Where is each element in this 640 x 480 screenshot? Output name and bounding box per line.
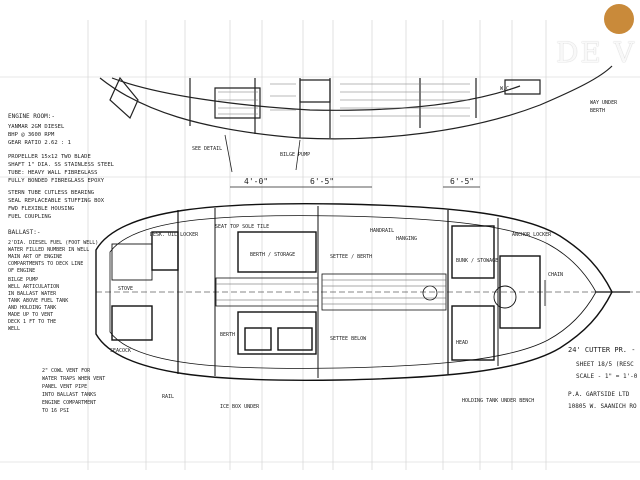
ballast-note-11: MADE UP TO VENT [8, 312, 53, 318]
label-rail: RAIL [162, 394, 174, 400]
label-head: HEAD [456, 340, 468, 346]
prop-note-4: FULLY BONDED FIBREGLASS EPOXY [8, 178, 105, 184]
label-prof-right: BERTH [590, 108, 605, 114]
plan-labels: SEE DETAIL BILGE PUMP SEAT TOP SOLE TILE… [110, 86, 618, 410]
prop-note-2: SHAFT 1" DIA. SS STAINLESS STEEL [8, 162, 115, 168]
label-prof-left: WAY UNDER [590, 100, 618, 106]
label-hanging: HANGING [396, 236, 417, 242]
title-line-3: SCALE - 1" = 1'-0 [576, 373, 638, 380]
title-block: 24' CUTTER PR. - SHEET 18/5 (RESC SCALE … [568, 346, 638, 410]
label-settee-low: SETTEE BELOW [330, 336, 367, 342]
ballast-note-3: MAIN ART OF ENGINE [8, 254, 62, 260]
label-anchor-locker: ANCHOR LOCKER [512, 232, 552, 238]
prop-note-3: TUBE: HEAVY WALL FIBREGLASS [8, 170, 97, 176]
stern-note-3: FWD FLEXIBLE HOUSING [8, 206, 74, 212]
stern-note-2: SEAL REPLACEABLE STUFFING BOX [8, 198, 105, 204]
ballast-note-12: DECK 1 FT TO THE [8, 319, 56, 325]
vent-note-2: WATER TRAPS WHEN VENT [42, 376, 105, 382]
label-stove: STOVE [118, 286, 133, 292]
label-wc: W.C. [500, 86, 512, 92]
title-line-4: P.A. GARTSIDE LTD [568, 391, 630, 398]
label-berth-top: BERTH / STORAGE [250, 252, 295, 258]
engine-notes-title: ENGINE ROOM:- [8, 113, 55, 120]
label-seat-top: SEAT TOP SOLE TILE [215, 224, 269, 230]
label-holding-tank: HOLDING TANK UNDER BENCH [462, 398, 534, 404]
label-seacock: SEACOCK [110, 348, 131, 354]
grid-lines [0, 20, 640, 470]
title-line-5: 10805 W. SAANICH RO [568, 403, 637, 410]
ballast-note-13: WELL [8, 326, 20, 332]
ballast-notes: BALLAST:- 2'DIA. DIESEL FUEL (FOOT WELL)… [8, 229, 98, 332]
engine-note-2: BHP @ 3600 RPM [8, 132, 55, 138]
ballast-note-5: OF ENGINE [8, 268, 35, 274]
vent-notes: 2" COWL VENT FOR WATER TRAPS WHEN VENT P… [42, 368, 105, 414]
hull-plan [95, 202, 640, 382]
label-side-locker: SEE DETAIL [192, 146, 222, 152]
ballast-note-4: COMPARTMENTS TO DECK LINE [8, 261, 83, 267]
title-line-2: SHEET 18/5 (RESC [576, 361, 634, 368]
label-chain: CHAIN [548, 272, 563, 278]
hull-profile [99, 65, 613, 173]
label-handrail: HANDRAIL [370, 228, 394, 234]
dimension-3: 6'-5" [450, 177, 474, 186]
ballast-note-10: AND HOLDING TANK [8, 305, 56, 311]
prop-note-1: PROPELLER 15x12 TWO BLADE [8, 154, 91, 160]
engine-notes: ENGINE ROOM:- YANMAR 2GM DIESEL BHP @ 36… [8, 113, 115, 220]
brand-logo-text: DE V [555, 36, 636, 69]
ballast-note-1: 2'DIA. DIESEL FUEL (FOOT WELL) [8, 240, 98, 246]
ballast-note-8: IN BALLAST WATER [8, 291, 57, 297]
vent-note-1: 2" COWL VENT FOR [42, 368, 91, 374]
engine-note-1: YANMAR 2GM DIESEL [8, 124, 65, 130]
dimension-2: 6'-5" [310, 177, 334, 186]
label-berth-low: BERTH [220, 332, 235, 338]
vent-note-4: INTO BALLAST TANKS [42, 392, 96, 398]
title-line-1: 24' CUTTER PR. - [568, 346, 635, 354]
label-desk: DESK. OIL LOCKER [150, 232, 199, 238]
stern-note-4: FUEL COUPLING [8, 214, 51, 220]
brand-logo-icon [604, 4, 634, 34]
ballast-note-7: WELL ARTICULATION [8, 284, 59, 290]
ballast-title: BALLAST:- [8, 229, 41, 236]
vent-note-5: ENGINE COMPARTMENT [42, 400, 96, 406]
vent-note-3: PANEL VENT PIPE [42, 384, 87, 390]
label-bunk-upper: BUNK / STOWAGE [456, 258, 498, 264]
ballast-note-9: TANK ABOVE FUEL TANK [8, 298, 68, 304]
stern-note-1: STERN TUBE CUTLESS BEARING [8, 190, 94, 196]
ballast-note-2: WATER FILLED NUMBER IN WELL [8, 247, 89, 253]
engine-note-3: GEAR RATIO 2.62 : 1 [8, 140, 71, 146]
dimension-1: 4'-0" [244, 177, 268, 186]
vent-note-6: TO 16 PSI [42, 408, 69, 414]
label-ice-box: ICE BOX UNDER [220, 404, 260, 410]
label-bilge-pump: BILGE PUMP [280, 152, 310, 158]
label-settee-top: SETTEE / BERTH [330, 254, 372, 260]
ballast-note-6: BILGE PUMP [8, 277, 38, 283]
